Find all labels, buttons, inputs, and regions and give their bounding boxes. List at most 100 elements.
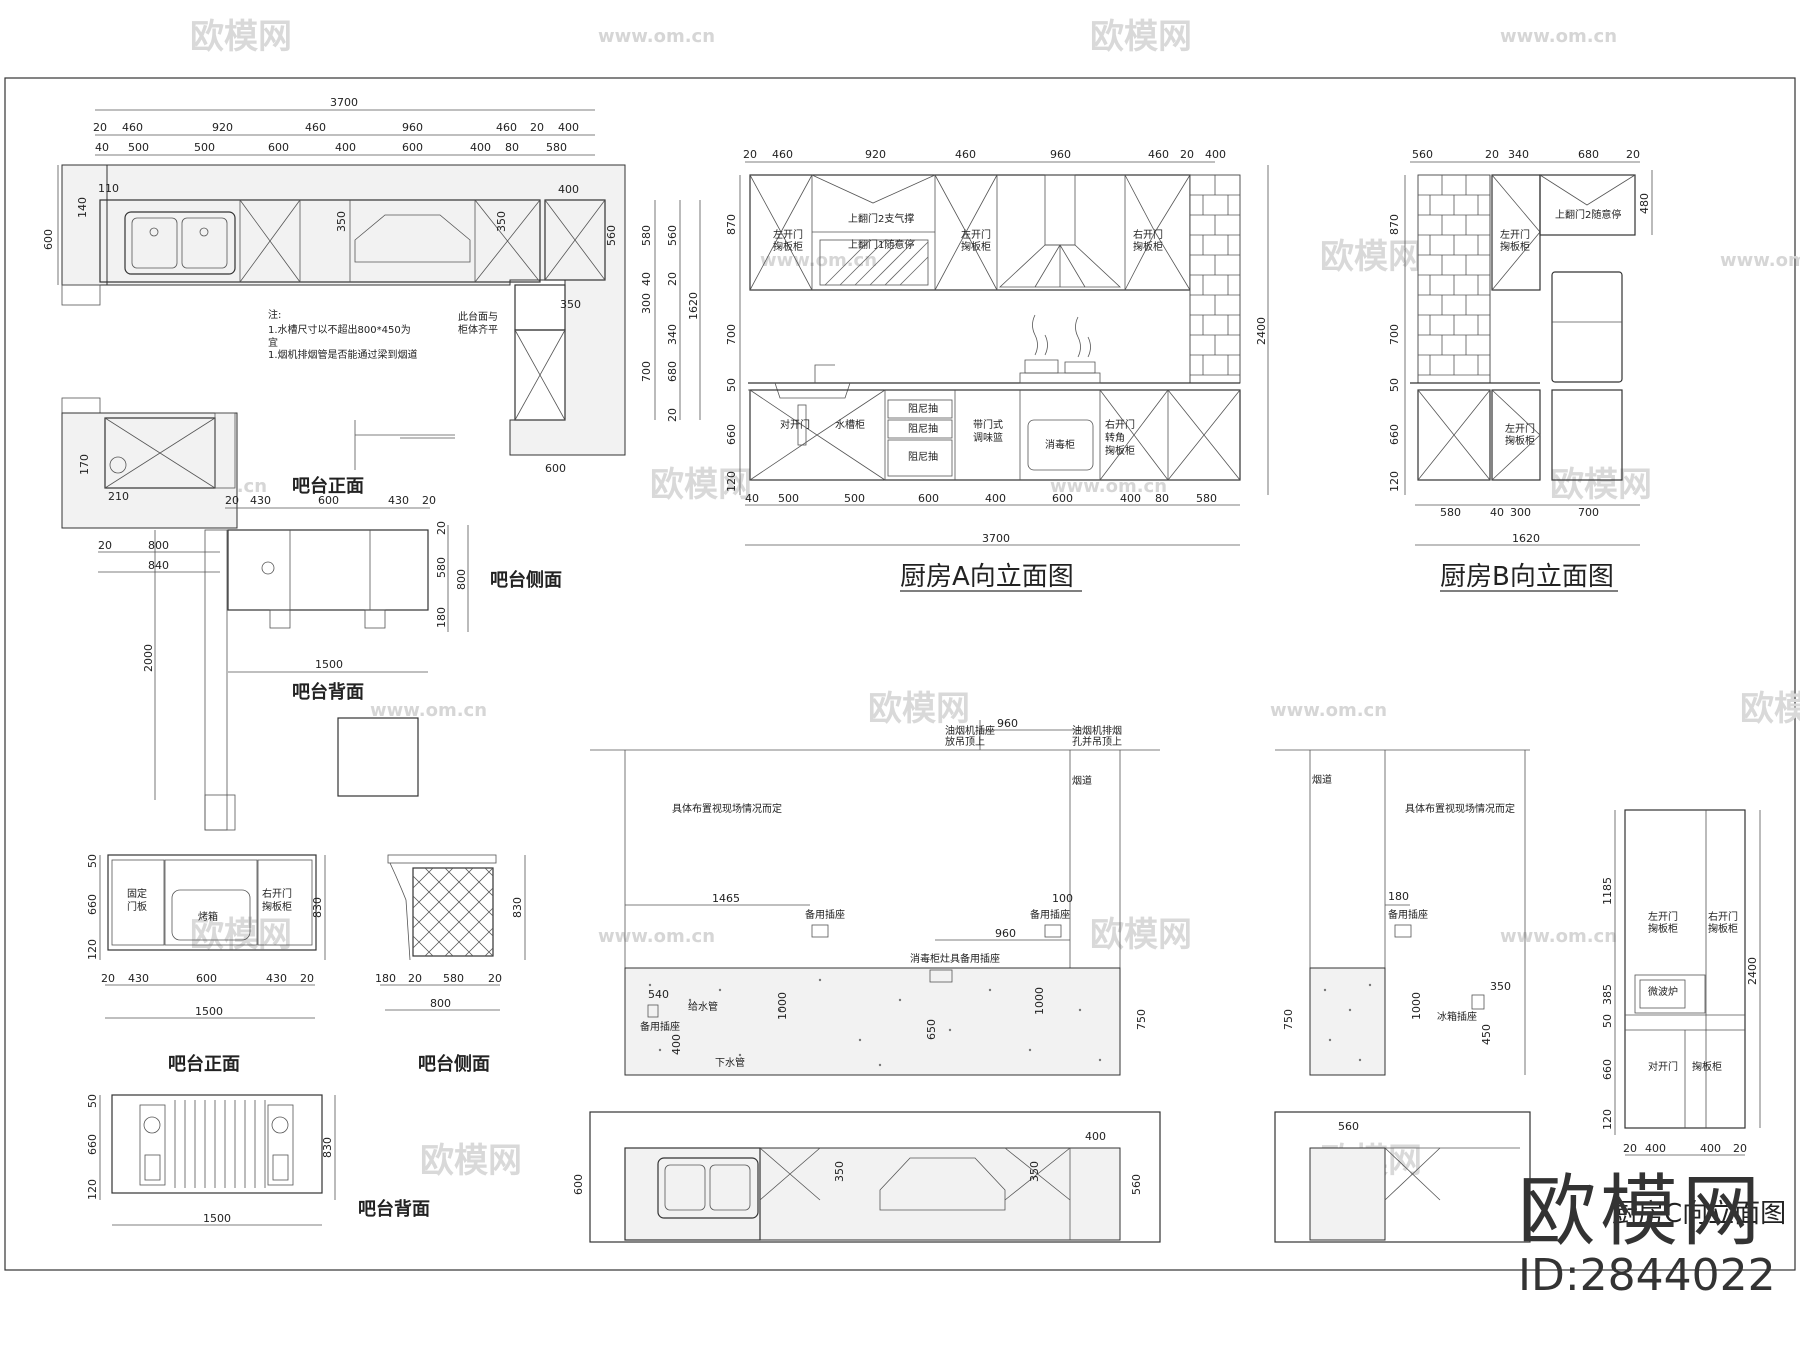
cabinet-label: 上翻门2支气撑	[848, 212, 914, 225]
socket-icon	[811, 924, 829, 938]
cooktop-icon	[1019, 314, 1101, 384]
cabinet-label: 对开门	[1648, 1060, 1678, 1073]
dim-label: 430	[250, 494, 271, 507]
svg-text:欧模网: 欧模网	[1740, 689, 1800, 729]
watermark-mark: www.om.cn	[1050, 476, 1167, 497]
oven-icon	[1027, 419, 1094, 471]
watermark-mark: www.om.cn	[760, 250, 877, 271]
dim-label: 960	[997, 717, 1018, 730]
dim-label: 2400	[1746, 957, 1759, 985]
dim-label: 120	[86, 1179, 99, 1200]
dim-label: 870	[1388, 214, 1401, 235]
cabinet-label: 水槽柜	[835, 418, 865, 431]
dim-label: 2400	[1255, 317, 1268, 345]
dim-label: 700	[1388, 324, 1401, 345]
bar-back-bottom-title: 吧台背面	[358, 1198, 430, 1220]
dim-label: 180	[1388, 890, 1409, 903]
watermark-mark: 欧模网	[868, 689, 970, 729]
dim-label: 50	[1388, 378, 1401, 392]
watermark-mark: 欧模网	[1320, 237, 1422, 277]
dim-label: 960	[1050, 148, 1071, 161]
dim-label: 560	[1130, 1174, 1143, 1195]
cabinet-label: 掬板柜	[1105, 444, 1135, 457]
cabinet-label: 掬板柜	[1708, 922, 1738, 935]
dim-label: 700	[725, 324, 738, 345]
watermark-mark: www.om.cn	[1720, 250, 1800, 271]
brand-logo: 欧模网 ID:2844022	[1518, 1167, 1776, 1301]
cabinet-label: 阻尼抽	[908, 422, 938, 435]
socket-icon	[1394, 924, 1412, 938]
dim-label: 180	[375, 972, 396, 985]
service-label: 给水管	[688, 1000, 718, 1013]
service-label: 冰箱插座	[1437, 1010, 1477, 1023]
dim-label: 40	[1490, 506, 1504, 519]
dim-label: 700	[1578, 506, 1599, 519]
dim-label: 40	[640, 272, 653, 286]
dim-label: 385	[1601, 984, 1614, 1005]
dim-label: 20	[1733, 1142, 1747, 1155]
dim-label: 660	[725, 424, 738, 445]
dim-label: 400	[1120, 492, 1141, 505]
cabinet-label: 对开门	[780, 418, 810, 431]
cabinet-label: 调味篮	[973, 431, 1003, 444]
dim-label: 700	[640, 361, 653, 382]
dim-label: 20	[1626, 148, 1640, 161]
dim-label: 660	[86, 894, 99, 915]
kitchen-a-elevation: 20 460 920 460 960 460 20 400 左开门 掬板柜	[725, 148, 1269, 592]
cabinet-label: 掬板柜	[1692, 1060, 1722, 1073]
bar-back-elevation: 50 660 120 830 1500 吧台背面	[86, 1094, 430, 1226]
microwave-icon	[1634, 974, 1706, 1014]
carved-panel-icon	[267, 1104, 294, 1186]
brand-id: ID:2844022	[1518, 1250, 1776, 1301]
dim-label: 3700	[330, 96, 358, 109]
dim-label: 120	[1601, 1109, 1614, 1130]
dim-label: 80	[505, 141, 519, 154]
dim-label: 830	[321, 1137, 334, 1158]
dim-label: 2000	[142, 644, 155, 672]
dim-label: 400	[1085, 1130, 1106, 1143]
dim-label: 1465	[712, 892, 740, 905]
svg-text:www.om.cn: www.om.cn	[370, 700, 487, 721]
svg-text:欧模网: 欧模网	[868, 689, 970, 729]
sheet-frame	[4, 77, 1796, 1271]
dim-label: 580	[1440, 506, 1461, 519]
dim-label: 580	[1196, 492, 1217, 505]
dim-label: 560	[1412, 148, 1433, 161]
oven-icon	[171, 889, 251, 941]
svg-text:www.om.cn: www.om.cn	[598, 26, 715, 47]
dim-label: 1185	[1601, 877, 1614, 905]
dim-label: 800	[430, 997, 451, 1010]
dim-label: 120	[725, 471, 738, 492]
dim-label: 350	[495, 211, 508, 232]
watermark-mark: www.om.cn	[1500, 26, 1617, 47]
cabinet-label: 掬板柜	[1133, 240, 1163, 253]
dim-label: 750	[1135, 1009, 1148, 1030]
watermark-mark: 欧模网	[1550, 465, 1652, 505]
range-hood-icon	[1044, 174, 1076, 246]
cabinet-label: 掬板柜	[961, 240, 991, 253]
dim-label: 600	[572, 1174, 585, 1195]
service-label: 下水管	[715, 1056, 745, 1069]
dim-label: 660	[1601, 1059, 1614, 1080]
cabinet-label: 门板	[127, 900, 147, 913]
dim-label: 1000	[1410, 992, 1423, 1020]
dim-label: 580	[640, 225, 653, 246]
dim-label: 600	[1052, 492, 1073, 505]
socket-icon	[929, 969, 953, 983]
dim-label: 400	[558, 183, 579, 196]
bar-side-top-title: 吧台侧面	[490, 569, 562, 591]
plan-note-line: 1.水槽尺寸以不超出800*450为	[268, 323, 411, 336]
svg-text:欧模网: 欧模网	[420, 1141, 522, 1181]
svg-text:欧模网: 欧模网	[1320, 237, 1422, 277]
cabinet-label: 带门式	[973, 418, 1003, 431]
plan-note-line: 宜	[268, 336, 278, 349]
kitchen-b-title: 厨房B向立面图	[1440, 562, 1614, 592]
dim-label: 350	[833, 1161, 846, 1182]
cabinet-label: 掬板柜	[773, 240, 803, 253]
dim-label: 1500	[195, 1005, 223, 1018]
dim-label: 40	[95, 141, 109, 154]
bar-side-bottom-title: 吧台侧面	[418, 1053, 490, 1075]
dim-label: 600	[268, 141, 289, 154]
service-label: 备用插座	[640, 1020, 680, 1033]
dim-label: 400	[558, 121, 579, 134]
